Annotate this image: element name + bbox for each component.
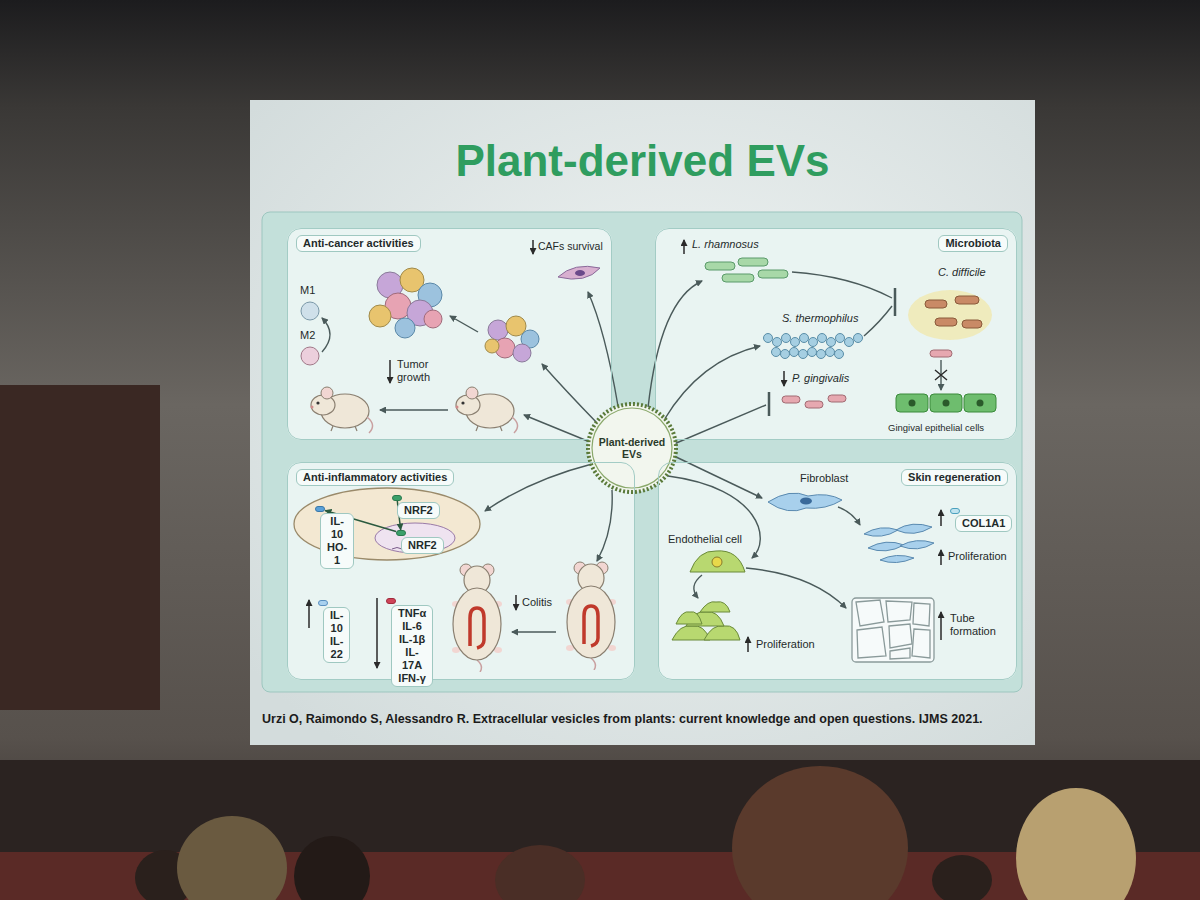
- cytokine-box: IL-10 IL-22: [318, 600, 328, 606]
- effect-label: Colitis: [522, 596, 552, 609]
- cell-label: M1: [300, 284, 315, 297]
- effect-label: Tumor growth: [397, 358, 443, 384]
- section-heading: Microbiota: [938, 235, 1008, 252]
- protein-box: NRF2: [396, 530, 406, 536]
- bacterium-label: S. thermophilus: [782, 312, 858, 325]
- node-text: IL-10 HO-1: [320, 513, 354, 569]
- citation: Urzi O, Raimondo S, Alessandro R. Extrac…: [262, 712, 1030, 727]
- section-panel: Anti-inflammatory activitiesNRF2NRF2IL-1…: [287, 462, 635, 680]
- vesicle-circle: Plant-derived EVs: [586, 402, 678, 494]
- section-panel: Anti-cancer activities: [287, 228, 612, 440]
- cell-label: Fibroblast: [800, 472, 848, 485]
- node-text: NRF2: [397, 502, 440, 519]
- bacterium-label: L. rhamnosus: [692, 238, 759, 251]
- cell-label: Gingival epithelial cells: [888, 421, 984, 434]
- section-panel: Skin regenerationCOL1A1: [658, 462, 1017, 680]
- cell-label: Endothelial cell: [668, 533, 742, 546]
- section-heading: Anti-inflammatory activities: [296, 469, 454, 486]
- section-heading: Anti-cancer activities: [296, 235, 421, 252]
- cytokine-box: TNFα IL-6 IL-1β IL-17A IFN-γ: [386, 598, 396, 604]
- node-text: COL1A1: [955, 515, 1012, 532]
- effect-label: Proliferation: [948, 550, 1007, 563]
- node-text: Plant-derived EVs: [596, 436, 668, 460]
- gene-box: COL1A1: [950, 508, 960, 514]
- protein-box: NRF2: [392, 495, 402, 501]
- gene-box: IL-10 HO-1: [315, 506, 325, 512]
- node-text: TNFα IL-6 IL-1β IL-17A IFN-γ: [391, 605, 433, 687]
- effect-label: Proliferation: [756, 638, 815, 651]
- section-heading: Skin regeneration: [901, 469, 1008, 486]
- node-text: IL-10 IL-22: [323, 607, 350, 663]
- node-text: NRF2: [401, 537, 444, 554]
- effect-label: CAFs survival: [538, 240, 603, 253]
- bacterium-label: P. gingivalis: [792, 372, 849, 385]
- section-panel: Microbiota: [655, 228, 1017, 440]
- cell-label: M2: [300, 329, 315, 342]
- bacterium-label: C. difficile: [938, 266, 986, 279]
- slide-title: Plant-derived EVs: [250, 136, 1035, 186]
- effect-label: Tube formation: [950, 612, 1008, 638]
